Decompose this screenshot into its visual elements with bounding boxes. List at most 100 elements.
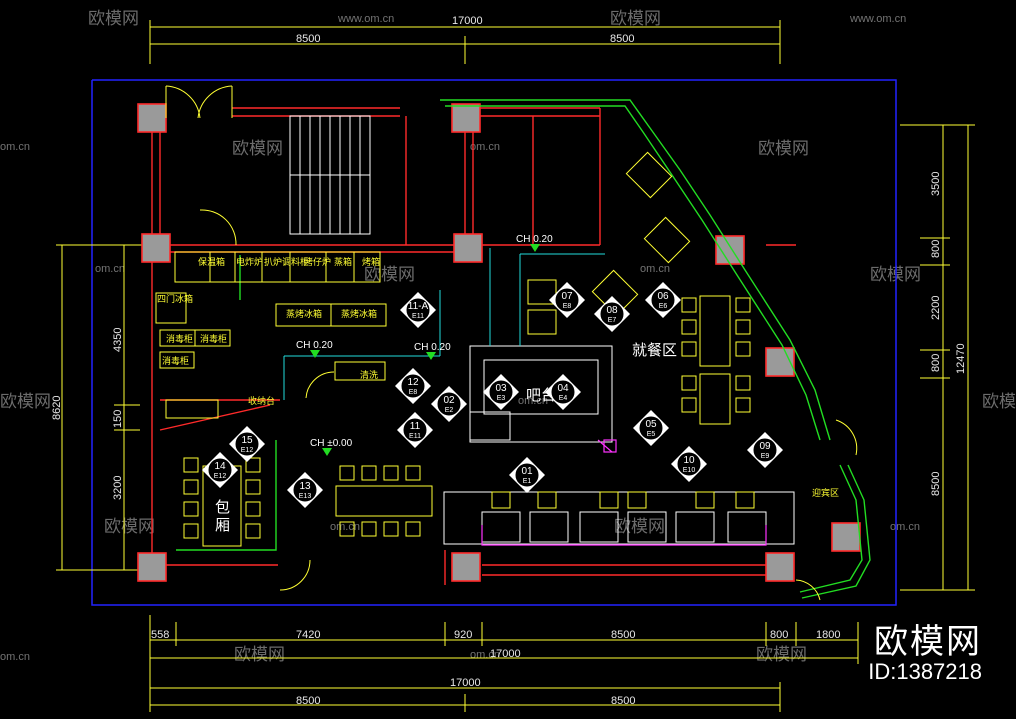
ceiling-height-4: CH ±0.00 [310, 438, 353, 449]
label-cabinet-a: 消毒柜 [166, 333, 193, 345]
tag-sheet: E5 [647, 431, 656, 438]
ceiling-height-2: CH 0.20 [296, 340, 333, 351]
tag-sheet: E6 [659, 303, 668, 310]
label-cabinet-b: 消毒柜 [200, 333, 227, 345]
dim-bottom-1: 7420 [296, 629, 320, 641]
dim-bottom2-left: 8500 [296, 695, 320, 707]
tag-number: 09 [759, 441, 771, 452]
brand-stamp: 欧模网 [874, 622, 982, 662]
dim-bottom-5: 1800 [816, 629, 840, 641]
watermark-name: 欧模网 [88, 9, 139, 29]
booth-chairs [491, 491, 755, 509]
dim-right-3: 800 [930, 354, 942, 372]
image-id: ID:1387218 [868, 659, 982, 684]
tag-sheet: E8 [563, 303, 572, 310]
tag-circle [436, 391, 462, 417]
dim-bottom-0: 558 [151, 629, 169, 641]
watermark-name: 欧模网 [0, 392, 51, 412]
label-sterilizer: 消毒柜 [162, 355, 189, 367]
tag-circle [550, 379, 576, 405]
tag-circle [292, 477, 318, 503]
columns [137, 103, 861, 582]
accent-lines [481, 439, 767, 546]
dim-right-0: 3500 [930, 172, 942, 196]
watermark-site: om.cn [470, 141, 500, 153]
tag-number: 02 [443, 395, 455, 406]
label-private-1: 包 [215, 498, 230, 516]
label-steam: 蒸箱 [334, 256, 352, 268]
tag-circle [554, 287, 580, 313]
tag-sheet: E9 [761, 453, 770, 460]
label-grill: 扒炉 [264, 256, 282, 268]
dimension-left [56, 244, 150, 571]
label-stove: 烤仔炉 [304, 256, 331, 268]
watermark-name: 欧模网 [104, 517, 155, 537]
bar-counter [469, 345, 613, 443]
watermark-name: 欧模网 [758, 139, 809, 159]
glass-walls [176, 99, 871, 599]
tag-number: 10 [683, 455, 695, 466]
dim-left-2: 3200 [112, 476, 124, 500]
dim-right-4: 8500 [930, 472, 942, 496]
watermark-site: om.cn [0, 651, 30, 663]
tag-number: 14 [214, 461, 226, 472]
dimension-top [149, 20, 781, 64]
tag-circle [514, 462, 540, 488]
dim-top-left: 8500 [296, 33, 320, 45]
label-private-2: 厢 [215, 516, 230, 534]
ceiling-height-arrows [310, 244, 540, 456]
dim-bottom-2: 920 [454, 629, 472, 641]
tag-number: 08 [606, 305, 618, 316]
tag-number: 04 [557, 383, 569, 394]
tag-circle [752, 437, 778, 463]
tag-circle [207, 457, 233, 483]
watermark-name: 欧模网 [982, 392, 1016, 412]
tag-sheet: E7 [608, 317, 617, 324]
label-fridge-b: 蒸烤冰箱 [341, 308, 377, 320]
watermark-site: www.om.cn [337, 13, 394, 25]
tag-number: 15 [241, 435, 253, 446]
tag-sheet: E10 [683, 467, 696, 474]
dim-bottom-3: 8500 [611, 629, 635, 641]
tag-number: 11-A [408, 301, 429, 312]
tag-number: 07 [561, 291, 573, 302]
dim-bottom-4: 800 [770, 629, 788, 641]
tag-number: 11 [410, 421, 421, 432]
tag-sheet: E11 [412, 313, 424, 320]
partitions [283, 248, 605, 400]
tag-circle [234, 431, 260, 457]
watermark-site: om.cn [890, 521, 920, 533]
tag-sheet: E8 [409, 389, 418, 396]
tag-circle [650, 287, 676, 313]
label-keep-warm: 保温箱 [198, 256, 225, 268]
tag-sheet: E12 [214, 473, 227, 480]
dim-top-right: 8500 [610, 33, 634, 45]
watermark-name: 欧模网 [232, 139, 283, 159]
dimension-bottom [149, 615, 859, 712]
tag-number: 03 [495, 383, 507, 394]
tag-sheet: E12 [241, 447, 254, 454]
dim-right-total: 12470 [955, 343, 967, 374]
watermark-name: 欧模网 [234, 645, 285, 665]
tag-circle [402, 417, 428, 443]
tag-sheet: E2 [445, 407, 454, 414]
watermark-name: 欧模网 [756, 645, 807, 665]
tag-circle [676, 451, 702, 477]
dim-right-1: 800 [930, 240, 942, 258]
label-receiving: 收纳台 [248, 395, 275, 407]
label-bake: 烤箱 [362, 256, 380, 268]
kitchen-equipment [155, 251, 387, 419]
